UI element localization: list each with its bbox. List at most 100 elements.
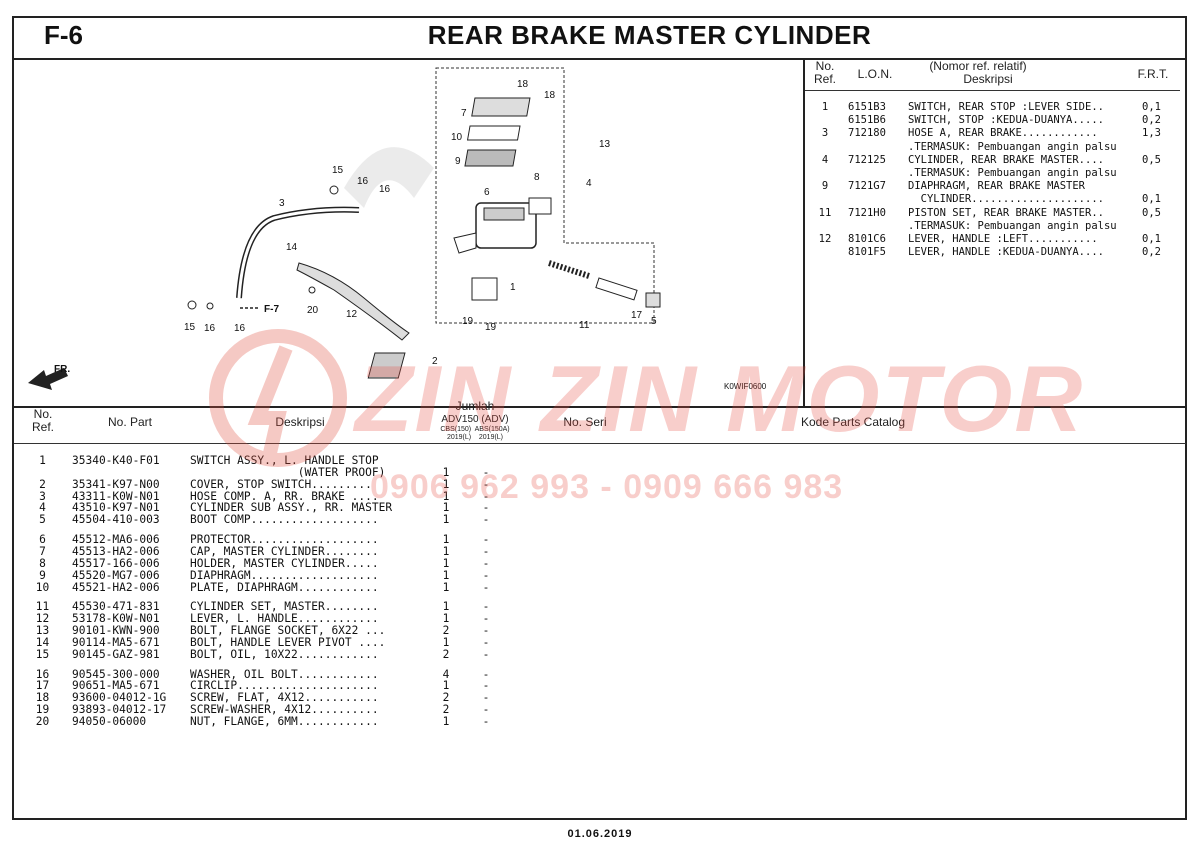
rt-cell-lon: 8101F5 bbox=[848, 246, 886, 259]
pt-cell-q2: - bbox=[482, 465, 490, 479]
rt-cell-desc: CYLINDER..................... bbox=[908, 193, 1104, 206]
divider bbox=[14, 406, 1185, 408]
rt-cell-frt: 0,5 bbox=[1142, 206, 1161, 219]
callout: 16 bbox=[357, 176, 369, 187]
pt-cell-ref: 8 bbox=[39, 556, 46, 570]
pt-cell-desc: SCREW-WASHER, 4X12.......... bbox=[190, 703, 379, 717]
rt-cell-ref: 9 bbox=[821, 180, 829, 193]
rt-cell-desc: SWITCH, REAR STOP :LEVER SIDE.. bbox=[908, 101, 1104, 113]
pt-header-noseri: No. Seri bbox=[563, 415, 607, 429]
pt-cell-q2: - bbox=[482, 513, 490, 527]
rt-cell-desc: DIAPHRAGM, REAR BRAKE MASTER bbox=[908, 180, 1086, 193]
pt-header-catalog: Kode Parts Catalog bbox=[800, 415, 906, 429]
rt-cell-ref: 3 bbox=[821, 127, 829, 140]
callout: 4 bbox=[586, 178, 592, 189]
pt-cell-q1: 2 bbox=[442, 647, 450, 661]
pt-cell-desc: PROTECTOR................... bbox=[190, 533, 379, 547]
pt-cell-ref: 14 bbox=[35, 635, 50, 649]
callout: 6 bbox=[484, 187, 490, 198]
pt-cell-ref: 17 bbox=[35, 679, 50, 693]
pt-cell-q1: 2 bbox=[442, 624, 450, 638]
pt-cell-q1: 4 bbox=[442, 667, 450, 681]
watermark-logo bbox=[209, 329, 347, 467]
pt-cell-desc: BOLT, FLANGE SOCKET, 6X22 ... bbox=[190, 624, 386, 638]
pt-cell-ref: 6 bbox=[39, 533, 46, 547]
callout: 16 bbox=[234, 323, 246, 334]
pt-header-desc: Deskripsi bbox=[275, 415, 325, 429]
pt-cell-part: 35340-K40-F01 bbox=[72, 454, 160, 467]
callout: 16 bbox=[204, 323, 216, 334]
rt-cell-desc: LEVER, HANDLE :LEFT........... bbox=[908, 233, 1098, 245]
pt-cell-q2: - bbox=[482, 691, 490, 705]
rt-cell-frt: 1,3 bbox=[1142, 127, 1161, 140]
pt-cell-part: 90114-MA5-671 bbox=[72, 635, 160, 649]
callout: 8 bbox=[534, 172, 540, 183]
rt-cell-lon: 712180 bbox=[848, 127, 886, 140]
pt-cell-q2: - bbox=[482, 624, 490, 638]
pt-cell-desc: BOOT COMP................... bbox=[190, 513, 379, 527]
pt-cell-q2: - bbox=[482, 715, 490, 728]
rt-cell-lon: 8101C6 bbox=[848, 233, 886, 245]
pt-cell-part: 45517-166-006 bbox=[72, 556, 160, 570]
pt-cell-q1: 1 bbox=[442, 556, 450, 570]
pt-cell-q2: - bbox=[482, 556, 490, 570]
rt-cell-lon: 7121H0 bbox=[848, 206, 886, 219]
callout: 7 bbox=[461, 108, 467, 119]
pt-cell-part: 93893-04012-17 bbox=[72, 703, 167, 717]
pt-cell-part: 43311-K0W-N01 bbox=[72, 489, 160, 503]
pt-cell-part: 90651-MA5-671 bbox=[72, 679, 160, 693]
exploded-diagram: FR. F-7 K0WIF0600 1 2 3 4 5 6 7 8 9 10 1… bbox=[28, 67, 767, 391]
pt-cell-desc: PLATE, DIAPHRAGM............ bbox=[190, 580, 379, 594]
pt-cell-ref: 19 bbox=[35, 703, 50, 717]
rt-cell-ref: 4 bbox=[821, 153, 829, 166]
rt-cell-ref: 11 bbox=[818, 206, 832, 219]
pt-cell-part: 45530-471-831 bbox=[72, 600, 160, 614]
pt-cell-q2: - bbox=[482, 600, 490, 614]
rt-cell-lon: 712125 bbox=[848, 153, 886, 166]
rt-header-desc: (Nomor ref. relatif) Deskripsi bbox=[929, 59, 1027, 86]
pt-cell-desc: COVER, STOP SWITCH......... bbox=[190, 477, 372, 491]
pt-cell-desc: SCREW, FLAT, 4X12........... bbox=[190, 691, 379, 705]
rt-cell-frt: 0,1 bbox=[1142, 193, 1161, 206]
pt-cell-ref: 1 bbox=[39, 454, 46, 467]
page-frame: F-6 REAR BRAKE MASTER CYLINDER bbox=[12, 16, 1187, 820]
rt-cell-lon: 6151B3 bbox=[848, 101, 886, 113]
callout: 13 bbox=[599, 139, 611, 150]
rt-cell-lon: 6151B6 bbox=[848, 114, 886, 127]
pt-cell-ref: 16 bbox=[35, 667, 50, 681]
rt-cell-desc: .TERMASUK: Pembuangan angin palsu bbox=[908, 167, 1117, 179]
rt-cell-frt: 0,2 bbox=[1142, 114, 1161, 127]
rt-cell-desc: LEVER, HANDLE :KEDUA-DUANYA.... bbox=[908, 246, 1104, 259]
pt-cell-part: 53178-K0W-N01 bbox=[72, 612, 160, 626]
pt-cell-desc: CIRCLIP..................... bbox=[190, 679, 379, 693]
pt-cell-q1: 1 bbox=[442, 580, 450, 594]
pt-cell-q2: - bbox=[482, 679, 490, 693]
rt-header-noref: No. Ref. bbox=[813, 59, 836, 86]
rt-header-lon: L.O.N. bbox=[857, 67, 893, 81]
pt-cell-part: 45513-HA2-006 bbox=[72, 544, 160, 558]
pt-cell-desc: HOLDER, MASTER CYLINDER..... bbox=[190, 556, 379, 570]
rt-cell-desc: SWITCH, STOP :KEDUA-DUANYA..... bbox=[908, 114, 1104, 127]
callout: 12 bbox=[346, 309, 358, 320]
pt-cell-q1: 1 bbox=[442, 544, 450, 558]
rt-cell-desc: .TERMASUK: Pembuangan angin palsu bbox=[908, 219, 1117, 232]
pt-header-nopart: No. Part bbox=[107, 415, 152, 429]
pt-cell-q1: 1 bbox=[442, 568, 450, 582]
callout: 1 bbox=[510, 282, 516, 293]
pt-cell-q2: - bbox=[482, 580, 490, 594]
rt-cell-frt: 0,1 bbox=[1142, 101, 1161, 113]
callout: 19 bbox=[485, 322, 497, 333]
pt-cell-ref: 12 bbox=[35, 612, 50, 626]
pt-cell-q1: 1 bbox=[442, 489, 450, 503]
rt-header-frt: F.R.T. bbox=[1137, 67, 1169, 81]
callout: 18 bbox=[517, 79, 529, 90]
pt-cell-ref: 4 bbox=[39, 501, 46, 515]
pt-cell-q1: 1 bbox=[442, 501, 450, 515]
pt-cell-q1: 1 bbox=[442, 600, 450, 614]
pt-header-rule bbox=[14, 443, 1186, 444]
pt-cell-q1: 1 bbox=[442, 715, 450, 728]
rt-cell-frt: 0,1 bbox=[1142, 233, 1161, 245]
pt-cell-q2: - bbox=[482, 533, 490, 547]
callout: 15 bbox=[184, 322, 196, 333]
pt-cell-desc: BOLT, HANDLE LEVER PIVOT .... bbox=[190, 635, 386, 649]
